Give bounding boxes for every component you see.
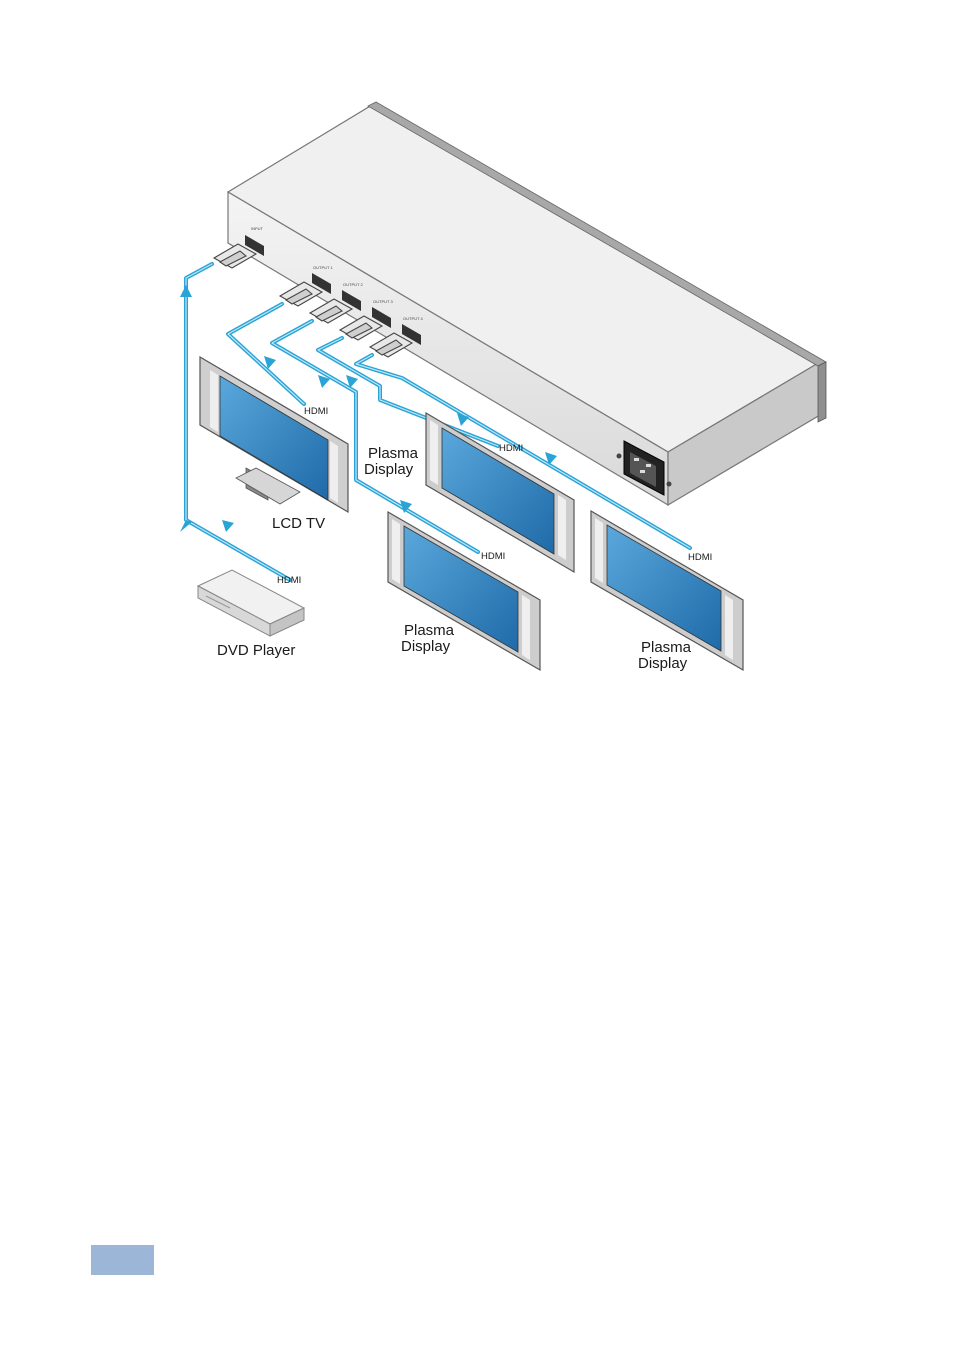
plasma-3-hdmi-label: HDMI xyxy=(688,552,712,563)
output-port-4-label: OUTPUT 4 xyxy=(403,316,423,321)
plasma-1-hdmi-label: HDMI xyxy=(499,443,523,454)
output-port-4: OUTPUT 4 xyxy=(402,316,423,345)
output-port-3: OUTPUT 3 xyxy=(372,299,393,328)
plasma-1-label-line2: Display xyxy=(364,461,414,478)
output-port-1-label: OUTPUT 1 xyxy=(313,265,333,270)
lcd-tv-label: LCD TV xyxy=(272,515,325,532)
plasma-display-2: HDMI Plasma Display xyxy=(387,510,541,672)
dvd-player-label: DVD Player xyxy=(217,642,295,659)
output-port-1: OUTPUT 1 xyxy=(312,265,333,294)
hdmi-plug-icon xyxy=(212,243,414,358)
dvd-hdmi-label: HDMI xyxy=(277,575,301,586)
output-port-2: OUTPUT 2 xyxy=(342,282,363,311)
output-port-3-label: OUTPUT 3 xyxy=(373,299,393,304)
power-inlet-icon xyxy=(616,440,672,496)
plasma-1-label-line1: Plasma xyxy=(368,445,419,462)
input-port: INPUT xyxy=(245,226,264,256)
plasma-display-1: HDMI Plasma Display xyxy=(364,411,575,574)
signal-arrows xyxy=(180,285,557,532)
hdmi-cables xyxy=(184,262,692,582)
plasma-2-label-line1: Plasma xyxy=(404,622,455,639)
lcd-tv: HDMI LCD TV xyxy=(199,355,349,532)
distribution-amplifier: INPUT OUTPUT 1 OUTPUT 2 OUTPUT 3 OUTPUT … xyxy=(226,101,827,507)
plasma-2-label-line2: Display xyxy=(401,638,451,655)
lcd-tv-hdmi-label: HDMI xyxy=(304,406,328,417)
plasma-display-3: HDMI Plasma Display xyxy=(590,509,744,672)
connection-diagram: INPUT OUTPUT 1 OUTPUT 2 OUTPUT 3 OUTPUT … xyxy=(180,101,827,672)
output-port-2-label: OUTPUT 2 xyxy=(343,282,363,287)
plasma-3-label-line1: Plasma xyxy=(641,639,692,656)
page-number-tab xyxy=(91,1245,154,1275)
dvd-player: HDMI DVD Player xyxy=(196,569,306,659)
input-port-label: INPUT xyxy=(251,226,264,231)
plasma-3-label-line2: Display xyxy=(638,655,688,672)
plasma-2-hdmi-label: HDMI xyxy=(481,551,505,562)
